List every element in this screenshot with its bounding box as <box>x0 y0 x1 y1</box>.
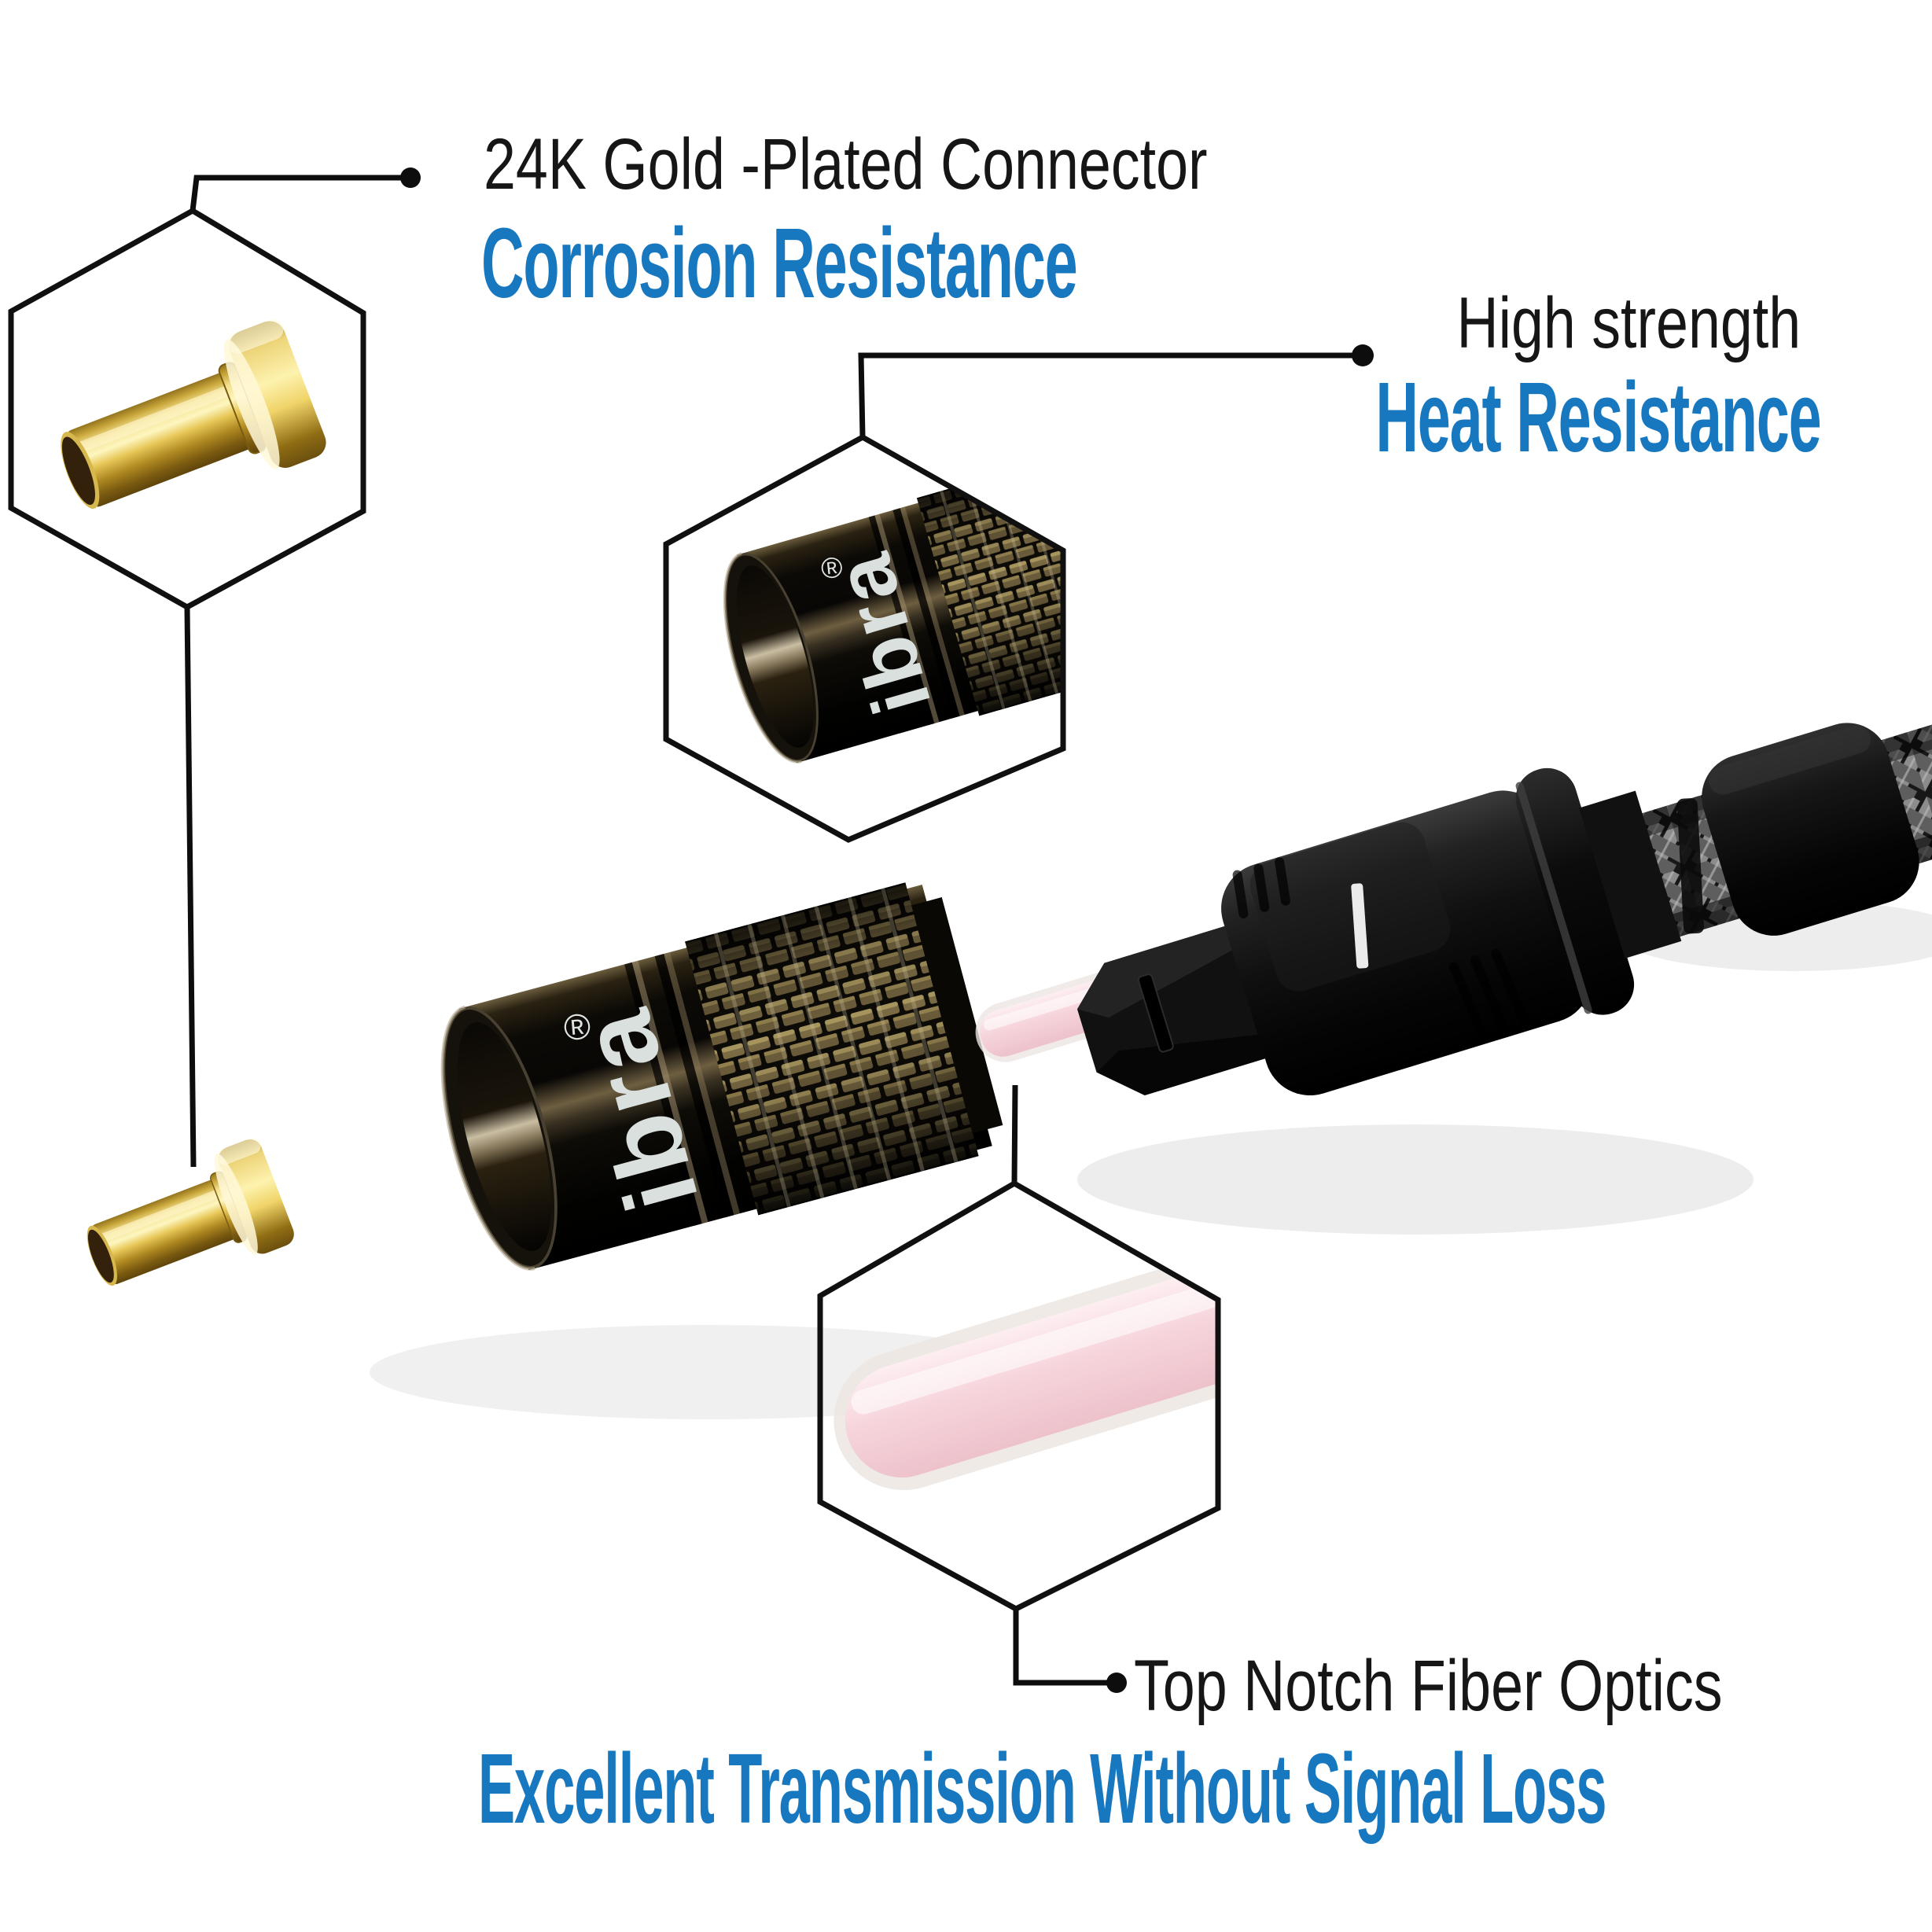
callout-title-strength-text: High strength <box>1456 283 1801 363</box>
callout-title-fiber: Top Notch Fiber Optics <box>1134 1650 1870 1722</box>
callout-title-fiber-text: Top Notch Fiber Optics <box>1134 1646 1723 1726</box>
hexagon-outline <box>663 433 1066 843</box>
callout-subtitle-transmission-text: Excellent Transmission Without Signal Lo… <box>478 1733 1606 1844</box>
callout-dots <box>400 167 1374 1693</box>
soft-shadows <box>370 900 1932 1419</box>
toslink-collar <box>1515 767 1635 1015</box>
callout-title-gold: 24K Gold -Plated Connector <box>484 128 1389 201</box>
callout-line-gold-lower <box>184 606 197 1168</box>
hexagon-inset-fiber <box>817 1179 1221 1612</box>
hexagon-inset-barrel <box>663 433 1066 843</box>
callout-subtitle-heat-text: Heat Resistance <box>1374 362 1821 473</box>
toslink-indicator-mark <box>1351 883 1369 969</box>
callout-line-fiber-upper <box>1011 1084 1018 1184</box>
bullet-dot-icon <box>1106 1673 1127 1693</box>
toslink-grip-grooves-top <box>1232 857 1290 918</box>
callout-subtitle-corrosion-text: Corrosion Resistance <box>481 208 1078 318</box>
hexagon-outline <box>817 1179 1221 1612</box>
hexagon-outline <box>8 207 366 611</box>
callout-subtitle-corrosion: Corrosion Resistance <box>481 214 1474 313</box>
main-metal-connector <box>416 873 1011 1289</box>
hexagon-inset-gold <box>8 207 366 611</box>
callout-title-gold-text: 24K Gold -Plated Connector <box>484 124 1208 204</box>
toslink-grip-grooves-bottom <box>1448 948 1532 1044</box>
callout-subtitle-heat: Heat Resistance <box>1079 368 1821 467</box>
bullet-dot-icon <box>1352 344 1374 366</box>
callout-line-fiber <box>1013 1609 1112 1686</box>
callout-line-gold <box>190 175 410 212</box>
small-gold-connector <box>71 1135 299 1313</box>
callout-lines <box>184 175 1363 1686</box>
callout-line-heat <box>858 352 1363 438</box>
toslink-connector <box>1076 767 1682 1096</box>
braided-cable <box>1618 712 1932 944</box>
callout-subtitle-transmission: Excellent Transmission Without Signal Lo… <box>478 1739 1932 1838</box>
callout-title-strength: High strength <box>1371 287 1801 359</box>
bullet-dot-icon <box>400 167 421 188</box>
toslink-neck <box>1579 790 1682 959</box>
toslink-tip-slot <box>1137 973 1174 1053</box>
